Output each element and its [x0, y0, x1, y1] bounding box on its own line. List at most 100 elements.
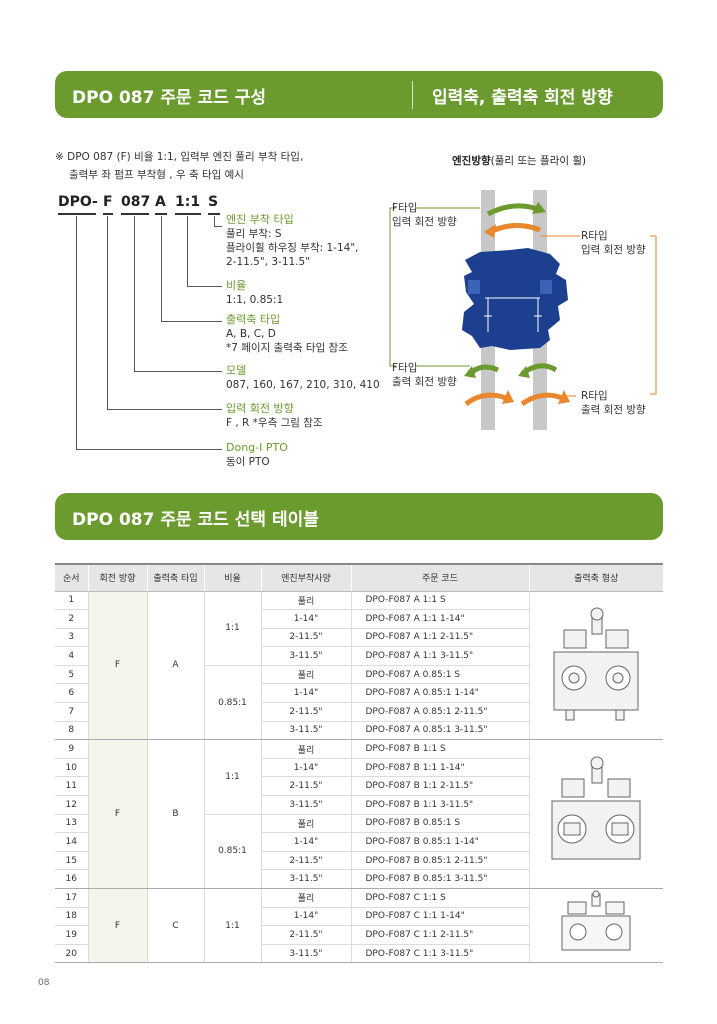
- cell-seq: 17: [55, 888, 88, 908]
- cell-order-code: DPO-F087 B 0.85:1 2-11.5": [350, 851, 529, 871]
- leader-ratio-h: [187, 286, 222, 287]
- table-row: 19 2-11.5" DPO-F087 C 1:1 2-11.5": [55, 925, 663, 945]
- cell-output-type: A: [146, 591, 204, 741]
- cell-seq: 20: [55, 944, 88, 964]
- cell-engine-spec: 1-14": [260, 609, 351, 629]
- cell-seq: 6: [55, 683, 88, 704]
- r-type-input-label: R타입 입력 회전 방향: [581, 229, 646, 257]
- code-underline-prefix: [58, 213, 96, 215]
- leader-brand-v: [76, 216, 77, 449]
- cell-order-code: DPO-F087 A 1:1 S: [350, 591, 529, 611]
- engine-direction-title: 엔진방향(풀리 또는 플라이 휠): [452, 153, 586, 168]
- label-brand-line1: 동이 PTO: [226, 456, 270, 468]
- f-type-input-label: F타입 입력 회전 방향: [392, 201, 457, 229]
- header-seq: 순서: [55, 563, 88, 592]
- cell-seq: 4: [55, 646, 88, 666]
- table-row: 12 3-11.5" DPO-F087 B 1:1 3-11.5": [55, 795, 663, 815]
- r-output-arrowhead-left-icon: [502, 390, 514, 404]
- table-row: 5 0.85:1 풀리 DPO-F087 A 0.85:1 S: [55, 665, 663, 741]
- cell-seq: 12: [55, 795, 88, 815]
- f-out-line1: F타입: [392, 362, 418, 374]
- table-row: 1 F A 1:1 풀리 DPO-F087 A 1:1 S: [55, 591, 663, 741]
- header-engine-spec: 엔진부착사양: [260, 563, 351, 592]
- table-row: 13 0.85:1 풀리 DPO-F087 B 0.85:1 S: [55, 814, 663, 890]
- table-row: 17 F C 1:1 풀리 DPO-F087 C 1:1 S: [55, 888, 663, 964]
- table-row: 15 2-11.5" DPO-F087 B 0.85:1 2-11.5": [55, 851, 663, 871]
- order-code-table: 순서 회전 방향 출력축 타입 비율 엔진부착사양 주문 코드 출력축 형상 1…: [55, 563, 663, 964]
- cell-engine-spec: 1-14": [260, 683, 351, 704]
- leader-brand-h: [76, 449, 222, 450]
- cell-seq: 3: [55, 628, 88, 648]
- cell-rotation: F: [87, 739, 147, 889]
- cell-order-code: DPO-F087 B 0.85:1 1-14": [350, 832, 529, 852]
- label-output-line1: A, B, C, D: [226, 328, 276, 340]
- r-type-bracket: [650, 235, 657, 395]
- header-output-shape: 출력축 형상: [528, 563, 663, 592]
- r-type-output-label: R타입 출력 회전 방향: [581, 389, 646, 417]
- table-row: 18 1-14" DPO-F087 C 1:1 1-14": [55, 907, 663, 927]
- f-in-line1: F타입: [392, 202, 418, 214]
- cell-order-code: DPO-F087 B 1:1 2-11.5": [350, 776, 529, 797]
- cell-seq: 2: [55, 609, 88, 629]
- cell-seq: 11: [55, 776, 88, 797]
- table-row: 11 2-11.5" DPO-F087 B 1:1 2-11.5": [55, 776, 663, 797]
- label-input-rotation: 입력 회전 방향 F , R *우측 그림 참조: [226, 402, 323, 430]
- label-engine-line1: 풀리 부착: S: [226, 228, 282, 240]
- cell-engine-spec: 풀리: [260, 739, 351, 759]
- leader-rotation-h: [107, 409, 222, 410]
- code-prefix: DPO-: [58, 194, 98, 210]
- banner-divider: [412, 81, 413, 109]
- output-shape-a-image: [528, 591, 663, 741]
- header-ratio: 비율: [203, 563, 261, 592]
- cell-engine-spec: 3-11.5": [260, 869, 351, 889]
- label-engine-type: 엔진 부착 타입 풀리 부착: S 플라이휠 하우징 부착: 1-14", 2-…: [226, 213, 359, 269]
- cell-seq: 7: [55, 702, 88, 722]
- cell-ratio: 1:1: [203, 739, 261, 815]
- label-brand: Dong-I PTO 동이 PTO: [226, 441, 288, 469]
- cell-seq: 13: [55, 814, 88, 834]
- cell-order-code: DPO-F087 B 1:1 3-11.5": [350, 795, 529, 815]
- cell-seq: 1: [55, 591, 88, 611]
- r-input-arrowhead-icon: [484, 224, 496, 238]
- cell-rotation: F: [87, 591, 147, 741]
- label-ratio-line1: 1:1, 0.85:1: [226, 294, 284, 306]
- f-input-arrowhead-icon: [532, 202, 546, 214]
- pto-type-a-drawing: [553, 607, 639, 721]
- leader-engine-h: [214, 226, 222, 227]
- table-row: 9 F B 1:1 풀리 DPO-F087 B 1:1 S: [55, 739, 663, 889]
- label-ratio-title: 비율: [226, 279, 247, 292]
- f-output-arrowhead-left-icon: [464, 366, 476, 378]
- table-row: 20 3-11.5" DPO-F087 C 1:1 3-11.5": [55, 944, 663, 964]
- cell-engine-spec: 풀리: [260, 888, 351, 908]
- code-rotation: F: [103, 194, 113, 210]
- code-engine: S: [208, 194, 219, 210]
- cell-order-code: DPO-F087 C 1:1 2-11.5": [350, 925, 529, 945]
- table-header-row: 순서 회전 방향 출력축 타입 비율 엔진부착사양 주문 코드 출력축 형상: [55, 563, 663, 592]
- header-rotation: 회전 방향: [87, 563, 147, 592]
- cell-engine-spec: 2-11.5": [260, 851, 351, 871]
- f-input-arrow-icon: [486, 203, 541, 217]
- pto-gearbox-silhouette: [462, 248, 568, 350]
- table-row: 2 1-14" DPO-F087 A 1:1 1-14": [55, 609, 663, 629]
- banner-title-left: DPO 087 주문 코드 구성: [72, 88, 267, 108]
- label-brand-title: Dong-I PTO: [226, 441, 288, 454]
- label-output-line2: *7 페이지 출력축 타입 참조: [226, 342, 348, 354]
- cell-output-type: B: [146, 739, 204, 889]
- cell-engine-spec: 3-11.5": [260, 721, 351, 741]
- cell-engine-spec: 풀리: [260, 814, 351, 834]
- leader-ratio-v: [187, 216, 188, 286]
- cell-engine-spec: 2-11.5": [260, 776, 351, 797]
- cell-order-code: DPO-F087 A 0.85:1 3-11.5": [350, 721, 529, 741]
- code-ratio: 1:1: [175, 194, 201, 210]
- label-model: 모델 087, 160, 167, 210, 310, 410: [226, 364, 380, 392]
- r-in-line1: R타입: [581, 230, 608, 242]
- cell-engine-spec: 풀리: [260, 591, 351, 611]
- engine-direction-bold: 엔진방향: [452, 155, 491, 167]
- leader-output-h: [161, 321, 222, 322]
- rotation-diagram: [389, 190, 657, 430]
- cell-engine-spec: 1-14": [260, 758, 351, 778]
- f-output-arrowhead-right-icon: [518, 366, 530, 378]
- leader-rotation-v: [107, 216, 108, 409]
- banner-title-right: 입력축, 출력축 회전 방향: [432, 88, 613, 108]
- cell-ratio: 0.85:1: [203, 665, 261, 741]
